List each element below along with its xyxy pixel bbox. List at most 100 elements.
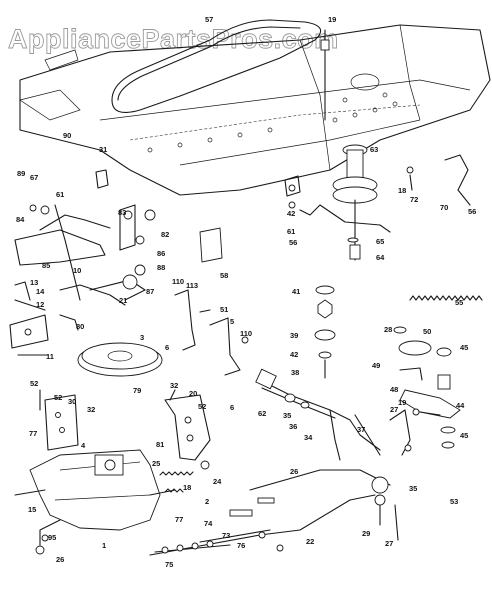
callout-85-top: 85 (42, 261, 50, 270)
callout-41: 41 (292, 287, 300, 296)
callout-56-center: 56 (289, 238, 297, 247)
callout-52-right: 52 (198, 402, 206, 411)
transaxle (14, 449, 176, 555)
callout-28: 28 (384, 325, 392, 334)
callout-84: 84 (16, 215, 25, 224)
callout-45-top: 45 (460, 343, 468, 352)
callout-70: 70 (440, 203, 448, 212)
callout-15: 15 (28, 505, 36, 514)
callout-6-left: 6 (165, 343, 169, 352)
callout-31: 31 (99, 145, 107, 154)
callout-73: 73 (222, 531, 230, 540)
callout-35-left: 35 (283, 411, 291, 420)
watermark: AppliancePartsPros.com (8, 24, 339, 54)
callout-4: 4 (81, 441, 86, 450)
callout-13: 13 (30, 278, 38, 287)
callout-62: 62 (258, 409, 266, 418)
callout-22: 22 (306, 537, 314, 546)
left-linkages (9, 204, 126, 356)
callout-82: 82 (161, 230, 169, 239)
callout-2: 2 (205, 497, 209, 506)
center-springs (159, 460, 210, 493)
callout-88: 88 (157, 263, 165, 272)
callout-65: 65 (376, 237, 384, 246)
callout-5: 5 (230, 317, 234, 326)
callout-63-top: 63 (370, 145, 378, 154)
left-plate (39, 389, 79, 451)
callout-32-right: 32 (170, 381, 178, 390)
callout-87: 87 (146, 287, 154, 296)
callout-27-bottom: 27 (385, 539, 393, 548)
callout-52-left: 52 (30, 379, 38, 388)
callout-57: 57 (205, 15, 213, 24)
callout-25: 25 (152, 459, 160, 468)
mounting-brackets (174, 289, 249, 376)
callout-90: 90 (63, 131, 71, 140)
callout-76: 76 (237, 541, 245, 550)
callout-110-right: 110 (240, 329, 252, 338)
callout-67: 67 (30, 173, 38, 182)
callout-19: 19 (328, 15, 336, 24)
callout-29: 29 (362, 529, 370, 538)
callout-58: 58 (220, 271, 228, 280)
callout-11: 11 (46, 352, 54, 361)
callout-37: 37 (357, 425, 365, 434)
callout-44: 44 (456, 401, 465, 410)
callout-26-right: 26 (290, 467, 298, 476)
callout-81: 81 (156, 440, 164, 449)
brake-bracket (164, 389, 211, 461)
idler-stack (284, 175, 391, 379)
drive-belt (111, 19, 322, 113)
callout-12: 12 (36, 300, 44, 309)
callout-75: 75 (165, 560, 173, 569)
callout-113: 113 (186, 281, 198, 290)
callout-1: 1 (102, 541, 106, 550)
callout-32-left: 32 (87, 405, 95, 414)
right-stack (393, 326, 461, 449)
callout-3: 3 (140, 333, 144, 342)
callout-34: 34 (304, 433, 313, 442)
callout-30-left: 30 (68, 397, 76, 406)
spindle-assembly (320, 29, 378, 261)
callout-6-right: 6 (230, 403, 234, 412)
callout-77-left: 77 (29, 429, 37, 438)
callout-110-left: 110 (172, 277, 184, 286)
callout-52-mid: 52 (54, 393, 62, 402)
callout-49: 49 (372, 361, 380, 370)
callout-61-left: 61 (56, 190, 64, 199)
transmission-pulley (77, 342, 163, 377)
callout-42-bottom: 42 (290, 350, 298, 359)
callout-80: 80 (76, 322, 84, 331)
callout-45-bottom: 45 (460, 431, 468, 440)
bracket-58 (199, 227, 223, 263)
callout-72: 72 (410, 195, 418, 204)
extension-spring (409, 295, 483, 301)
callout-38: 38 (291, 368, 299, 377)
callout-14: 14 (36, 287, 45, 296)
callout-labels: 57 19 90 31 63 89 67 84 61 85 10 14 13 1… (16, 15, 476, 569)
long-shaft (249, 368, 412, 541)
callout-36: 36 (289, 422, 297, 431)
callout-19-right: 19 (398, 398, 406, 407)
callout-50: 50 (423, 327, 431, 336)
callout-79: 79 (133, 386, 141, 395)
callout-55: 55 (455, 298, 463, 307)
callout-56-right: 56 (468, 207, 476, 216)
callout-48: 48 (390, 385, 398, 394)
callout-39: 39 (290, 331, 298, 340)
callout-20: 20 (189, 389, 197, 398)
callout-77-center: 77 (175, 515, 183, 524)
callout-89: 89 (17, 169, 25, 178)
callout-24: 24 (213, 477, 222, 486)
callout-61-right: 61 (287, 227, 295, 236)
callout-35-right: 35 (409, 484, 417, 493)
spring-clip (444, 154, 471, 206)
lower-rods (149, 494, 376, 556)
callout-18-right: 18 (398, 186, 406, 195)
callout-63-mid: 83 (118, 208, 126, 217)
callout-64: 64 (376, 253, 385, 262)
callout-26-left: 26 (56, 555, 64, 564)
center-levers (89, 169, 223, 301)
callout-18-center: 18 (183, 483, 191, 492)
callout-21: 21 (119, 296, 127, 305)
